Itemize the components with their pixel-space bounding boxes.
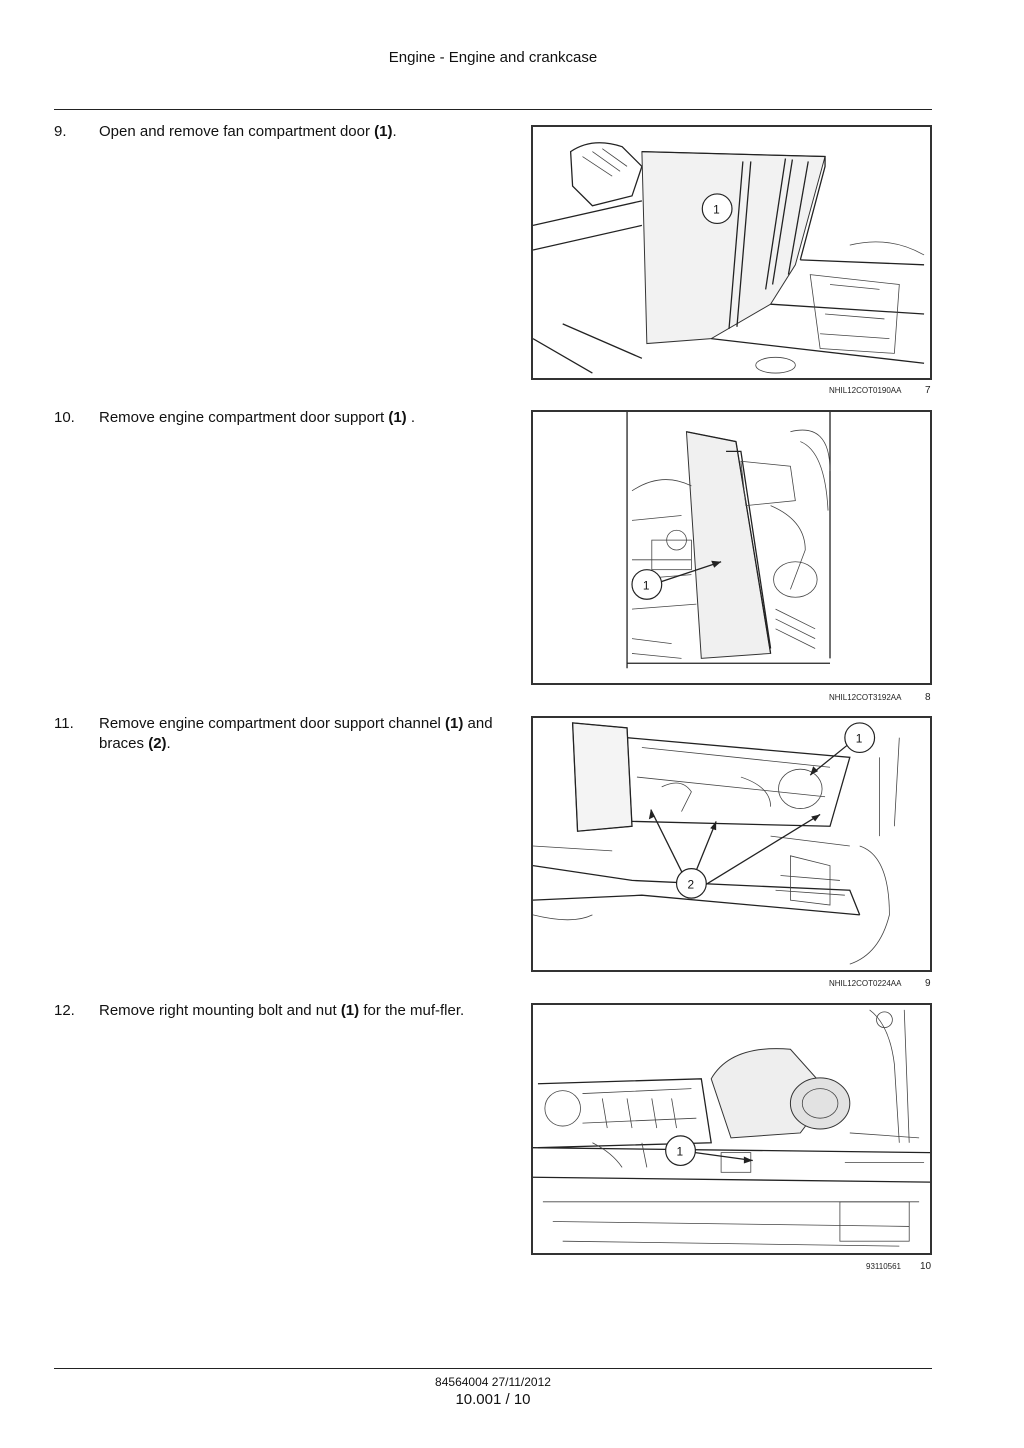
figure-9-callout-1: 1	[844, 722, 876, 754]
svg-text:1: 1	[713, 203, 720, 217]
step-text-part: .	[392, 123, 397, 140]
footer-page-number: 10.001 / 10	[455, 1391, 531, 1408]
step-text-part: Remove engine compartment door support c…	[99, 715, 446, 732]
figure-9-ref: NHIL12COT0224AA	[829, 979, 902, 988]
figure-7-illustration: 1	[531, 125, 932, 380]
step-text: Open and remove fan compartment door (1)…	[99, 122, 499, 142]
step-text: Remove engine compartment door support c…	[99, 714, 499, 754]
figure-8-illustration: 1	[531, 410, 932, 685]
step-text: Remove right mounting bolt and nut (1) f…	[99, 1001, 489, 1021]
figure-8-ref: NHIL12COT3192AA	[829, 693, 902, 702]
step-number: 11.	[54, 715, 74, 732]
figure-10-ref: 93110561	[866, 1262, 901, 1271]
figure-9-number: 9	[925, 978, 931, 989]
figure-8-callout-1: 1	[631, 569, 663, 600]
svg-text:1: 1	[856, 732, 863, 746]
figure-7-ref: NHIL12COT0190AA	[829, 386, 902, 395]
header-rule	[54, 109, 932, 110]
step-text-part: for the muf-fler.	[359, 1002, 465, 1019]
figure-10-illustration: 1	[531, 1003, 932, 1255]
step-callout-ref: (1)	[374, 123, 393, 140]
step-callout-ref-2: (2)	[148, 735, 167, 752]
step-text-part: Remove engine compartment door support	[99, 409, 389, 426]
step-text-part: Remove right mounting bolt and nut	[99, 1002, 341, 1019]
figure-10-callout-1: 1	[665, 1135, 696, 1167]
step-number: 12.	[54, 1002, 75, 1019]
figure-9-callout-2: 2	[675, 868, 707, 899]
svg-text:1: 1	[643, 578, 650, 592]
footer-document-id: 84564004 27/11/2012	[435, 1375, 551, 1389]
figure-10-number: 10	[920, 1261, 932, 1272]
step-callout-ref: (1)	[340, 1002, 360, 1019]
step-text-part: Open and remove fan compartment door	[99, 123, 375, 140]
step-number: 10.	[54, 409, 75, 426]
figure-8-number: 8	[925, 692, 931, 703]
step-text-part: and braces	[99, 715, 493, 752]
figure-7-callout-1: 1	[701, 193, 733, 225]
step-number: 9.	[54, 123, 67, 140]
svg-text:2: 2	[687, 877, 694, 891]
svg-text:1: 1	[677, 1145, 684, 1159]
step-callout-ref: (1)	[445, 715, 464, 732]
page-header-title: Engine - Engine and crankcase	[388, 49, 598, 66]
step-text-part: .	[166, 735, 171, 752]
step-text: Remove engine compartment door support (…	[99, 408, 499, 428]
step-callout-ref: (1)	[388, 409, 407, 426]
figure-7-number: 7	[925, 385, 931, 396]
footer-rule	[54, 1368, 932, 1369]
figure-9-illustration: 1 2	[531, 716, 932, 972]
step-text-part: .	[406, 409, 416, 426]
